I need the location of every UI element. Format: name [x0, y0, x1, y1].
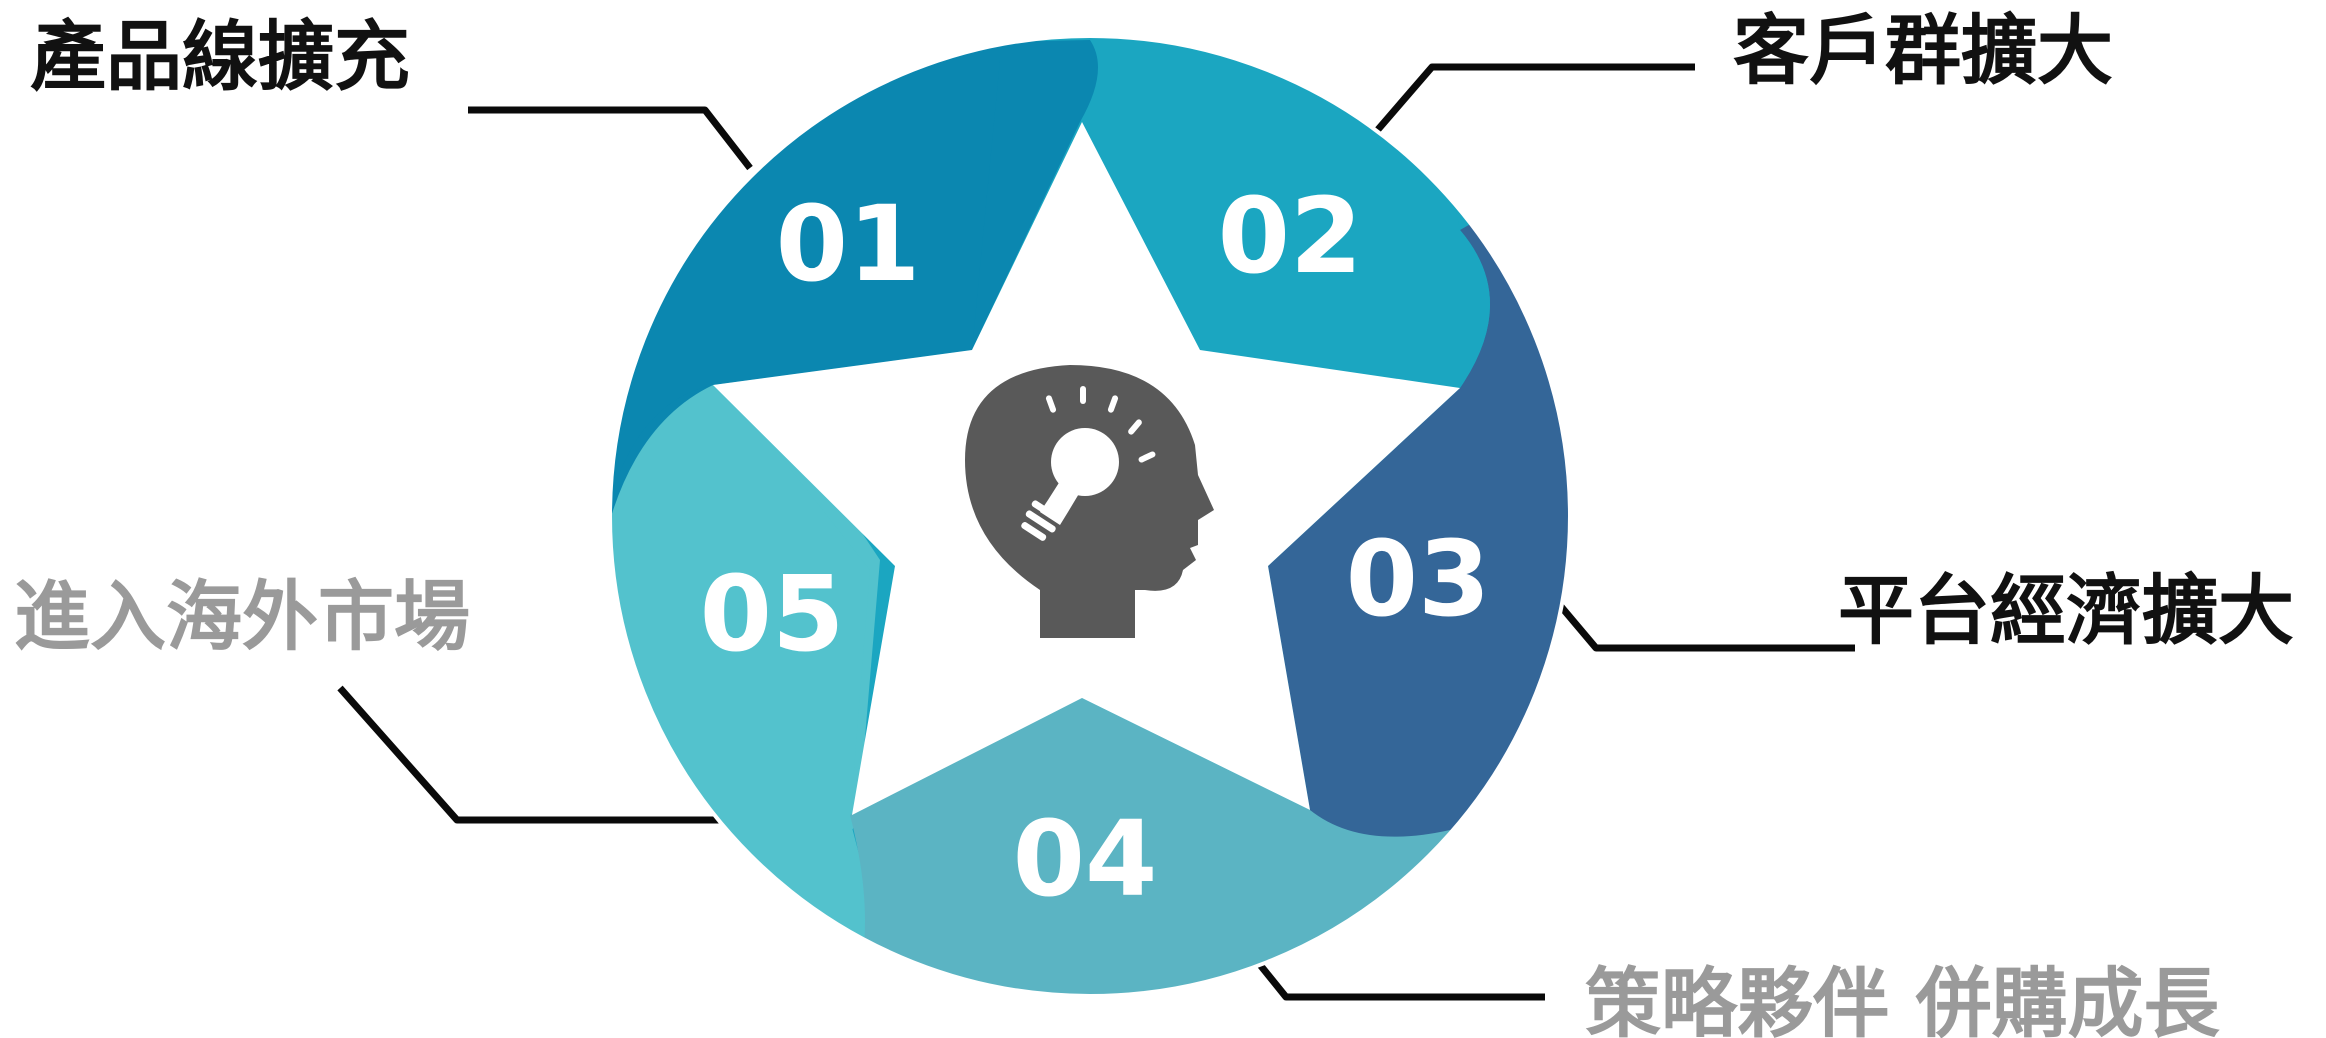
- segment-number-01: 01: [776, 183, 921, 305]
- label-05: 進入海外市場: [14, 572, 470, 661]
- segment-02: [1000, 40, 1490, 388]
- label-03: 平台經濟擴大: [1838, 566, 2294, 655]
- label-04: 策略夥伴 併購成長: [1585, 959, 2220, 1038]
- connector-line-03: [1550, 594, 1855, 652]
- label-02: 客戶群擴大: [1733, 6, 2113, 95]
- head-lightbulb-icon: [965, 365, 1214, 638]
- segment-03: [1268, 150, 1570, 900]
- connector-line-02: [1372, 63, 1695, 136]
- segment-number-04: 04: [1013, 798, 1158, 920]
- connector-line-05: [337, 685, 722, 824]
- segment-number-02: 02: [1218, 175, 1363, 297]
- segment-05-outer: [610, 320, 900, 996]
- segment-numbers: 01 02 03 04 05: [700, 175, 1491, 920]
- segment-number-05: 05: [700, 553, 845, 675]
- label-01: 產品線擴充: [30, 12, 410, 101]
- connector-line-01: [468, 106, 753, 171]
- segment-labels: 產品線擴充 客戶群擴大 平台經濟擴大 策略夥伴 併購成長 進入海外市場: [14, 6, 2294, 1038]
- segment-number-03: 03: [1346, 518, 1491, 640]
